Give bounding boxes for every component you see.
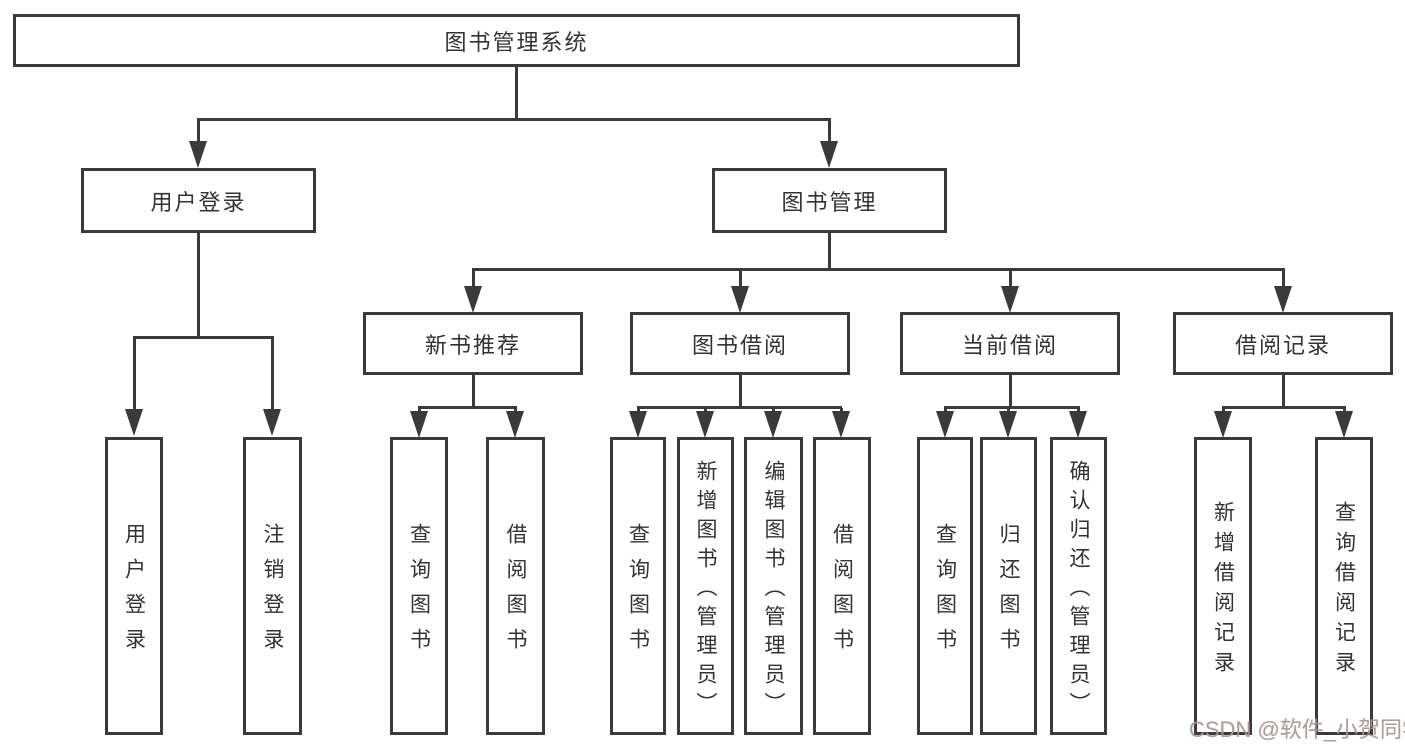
arrowhead-bb-borrow: [832, 411, 850, 438]
connector-shaft-current: [1009, 270, 1012, 289]
node-current-borrowing: 当前借阅: [900, 312, 1120, 375]
connector-user-login-bus: [133, 336, 274, 339]
connector-borrowing-stem: [739, 375, 742, 407]
connector-book-mgmt-stem: [828, 233, 831, 269]
arrowhead-bb-query: [629, 411, 647, 438]
connector-new-books-bus: [418, 406, 517, 409]
leaf-user-login: 用户登录: [105, 437, 163, 735]
node-borrow-records-label: 借阅记录: [1234, 332, 1331, 358]
leaf-br-query-record-label: 查询借阅记录: [1332, 500, 1356, 681]
node-book-borrowing: 图书借阅: [630, 312, 850, 375]
leaf-nb-borrow-books-label: 借阅图书: [504, 523, 527, 663]
node-user-login: 用户登录: [81, 168, 316, 233]
leaf-logout: 注销登录: [243, 437, 302, 735]
csdn-watermark: CSDN @软件_小贺同学: [1189, 717, 1405, 742]
node-new-book-recommend: 新书推荐: [363, 312, 583, 375]
leaf-br-query-record: 查询借阅记录: [1315, 437, 1373, 735]
leaf-nb-query-books: 查询图书: [390, 437, 448, 735]
node-book-mgmt: 图书管理: [712, 168, 947, 233]
leaf-bb-query-books: 查询图书: [610, 437, 666, 735]
connector-records-bus: [1222, 406, 1346, 409]
node-user-login-label: 用户登录: [150, 189, 247, 215]
node-borrow-records: 借阅记录: [1173, 312, 1393, 375]
connector-user-login-stem: [197, 233, 200, 337]
leaf-bb-edit-books-admin-label: 编辑图书（管理员）: [762, 459, 785, 721]
node-current-borrowing-label: 当前借阅: [961, 332, 1058, 358]
connector-book-mgmt-bus: [472, 268, 1285, 271]
connector-borrowing-bus: [637, 406, 842, 409]
arrowhead-logout-leaf: [263, 409, 281, 436]
arrowhead-borrowing: [731, 286, 749, 313]
leaf-cb-return-books-label: 归还图书: [997, 523, 1020, 663]
connector-shaft-logout-leaf: [271, 338, 274, 410]
connector-current-bus: [944, 406, 1080, 409]
leaf-cb-confirm-return-admin-label: 确认归还（管理员）: [1067, 459, 1090, 721]
arrowhead-new-books: [464, 286, 482, 313]
arrowhead-cb-confirm: [1069, 411, 1087, 438]
arrowhead-records: [1274, 286, 1292, 313]
node-new-book-recommend-label: 新书推荐: [424, 332, 521, 358]
leaf-br-add-record: 新增借阅记录: [1194, 437, 1252, 735]
leaf-bb-add-books-admin-label: 新增图书（管理员）: [694, 459, 717, 721]
leaf-cb-return-books: 归还图书: [980, 437, 1037, 735]
arrowhead-login-leaf: [125, 409, 143, 436]
leaf-logout-label: 注销登录: [261, 523, 284, 663]
leaf-br-add-record-label: 新增借阅记录: [1211, 500, 1235, 681]
arrowhead-nb-query: [410, 411, 428, 438]
leaf-bb-borrow-books-label: 借阅图书: [830, 523, 854, 663]
connector-shaft-book-mgmt: [828, 120, 831, 142]
arrowhead-book-mgmt: [820, 141, 838, 168]
leaf-nb-borrow-books: 借阅图书: [486, 437, 545, 735]
node-book-borrowing-label: 图书借阅: [691, 332, 788, 358]
node-book-mgmt-label: 图书管理: [781, 189, 878, 215]
leaf-bb-add-books-admin: 新增图书（管理员）: [677, 437, 734, 735]
leaf-bb-borrow-books: 借阅图书: [813, 437, 871, 735]
leaf-bb-query-books-label: 查询图书: [626, 523, 650, 663]
connector-shaft-user-login: [197, 120, 200, 142]
leaf-nb-query-books-label: 查询图书: [407, 523, 431, 663]
node-root: 图书管理系统: [13, 14, 1020, 67]
connector-shaft-login-leaf: [133, 338, 136, 410]
connector-new-books-stem: [472, 375, 475, 407]
arrowhead-nb-borrow: [506, 411, 524, 438]
leaf-user-login-label: 用户登录: [122, 523, 146, 663]
arrowhead-cb-return: [999, 411, 1017, 438]
leaf-bb-edit-books-admin: 编辑图书（管理员）: [744, 437, 803, 735]
arrowhead-br-query: [1335, 411, 1353, 438]
arrowhead-cb-query: [936, 411, 954, 438]
leaf-cb-confirm-return-admin: 确认归还（管理员）: [1050, 437, 1107, 735]
arrowhead-user-login: [189, 141, 207, 168]
arrowhead-br-add: [1214, 411, 1232, 438]
connector-shaft-records: [1282, 270, 1285, 289]
connector-records-stem: [1282, 375, 1285, 407]
leaf-cb-query-books: 查询图书: [917, 437, 973, 735]
connector-root-stem: [515, 67, 518, 118]
leaf-cb-query-books-label: 查询图书: [933, 523, 957, 663]
connector-current-stem: [1009, 375, 1012, 407]
arrowhead-bb-edit: [764, 411, 782, 438]
connector-root-bus: [197, 118, 831, 121]
arrowhead-current: [1001, 286, 1019, 313]
arrowhead-bb-add: [696, 411, 714, 438]
connector-shaft-new-books: [472, 270, 475, 289]
connector-shaft-borrowing: [739, 270, 742, 289]
node-root-label: 图书管理系统: [444, 29, 589, 55]
